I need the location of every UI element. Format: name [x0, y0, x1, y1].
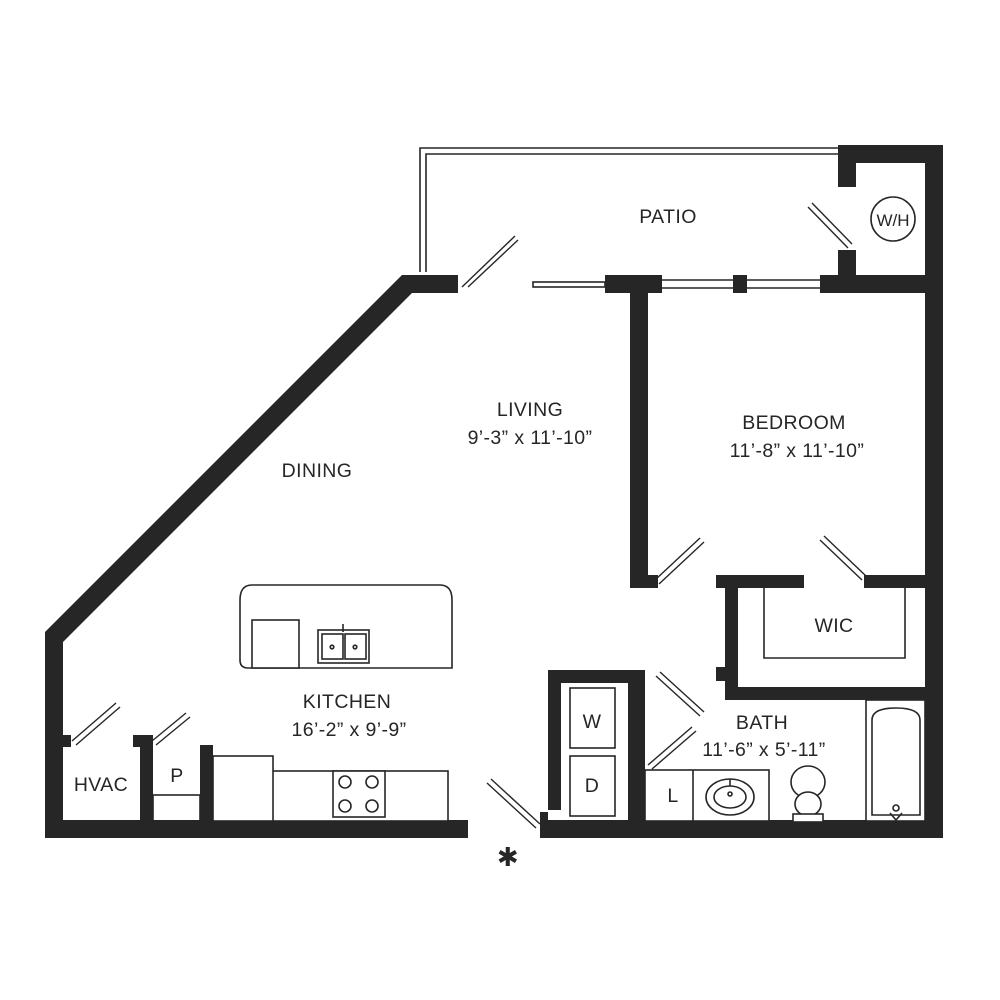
hvac-label: HVAC	[74, 774, 128, 796]
bottom-wall-right	[540, 820, 943, 838]
room-labels: PATIO LIVING 9’-3” x 11’-10” BEDROOM 11’…	[74, 206, 910, 872]
walls	[45, 145, 943, 838]
bedroom-label: BEDROOM	[742, 412, 846, 434]
bedroom-left-wall	[630, 275, 648, 588]
dishwasher	[251, 619, 300, 669]
dining-label: DINING	[282, 460, 353, 482]
fixtures	[152, 196, 926, 823]
kitchen-sink-icon	[317, 624, 370, 664]
wic-label: WIC	[814, 615, 853, 637]
stove-icon	[332, 770, 386, 818]
patio-label: PATIO	[639, 206, 697, 228]
diagonal-exterior-wall	[45, 275, 458, 838]
bottom-wall-left	[45, 820, 468, 838]
linen-label: L	[667, 785, 678, 807]
bath-dims: 11’-6” x 5’-11”	[702, 739, 825, 761]
washer	[569, 687, 616, 749]
washer-label: W	[583, 711, 602, 733]
bath-sink-icon	[705, 778, 755, 816]
bath-label: BATH	[736, 712, 788, 734]
water-heater-label: W/H	[876, 211, 909, 230]
pantry-label: P	[170, 765, 183, 787]
bathtub-icon	[865, 699, 926, 822]
dryer-label: D	[585, 775, 599, 797]
entry-marker-icon: ✱	[497, 842, 519, 872]
living-dims: 9’-3” x 11’-10”	[468, 427, 593, 449]
dryer	[569, 755, 616, 817]
kitchen-dims: 16’-2” x 9’-9”	[291, 719, 406, 741]
toilet-icon	[790, 765, 826, 823]
water-heater-icon	[870, 196, 916, 242]
patio-outline	[419, 147, 840, 272]
right-exterior-wall	[925, 145, 943, 838]
doors	[71, 202, 867, 829]
kitchen-label: KITCHEN	[303, 691, 391, 713]
refrigerator	[212, 755, 274, 822]
patio-sliding-door	[532, 279, 820, 289]
bedroom-dims: 11’-8” x 11’-10”	[730, 440, 865, 462]
living-label: LIVING	[497, 399, 563, 421]
